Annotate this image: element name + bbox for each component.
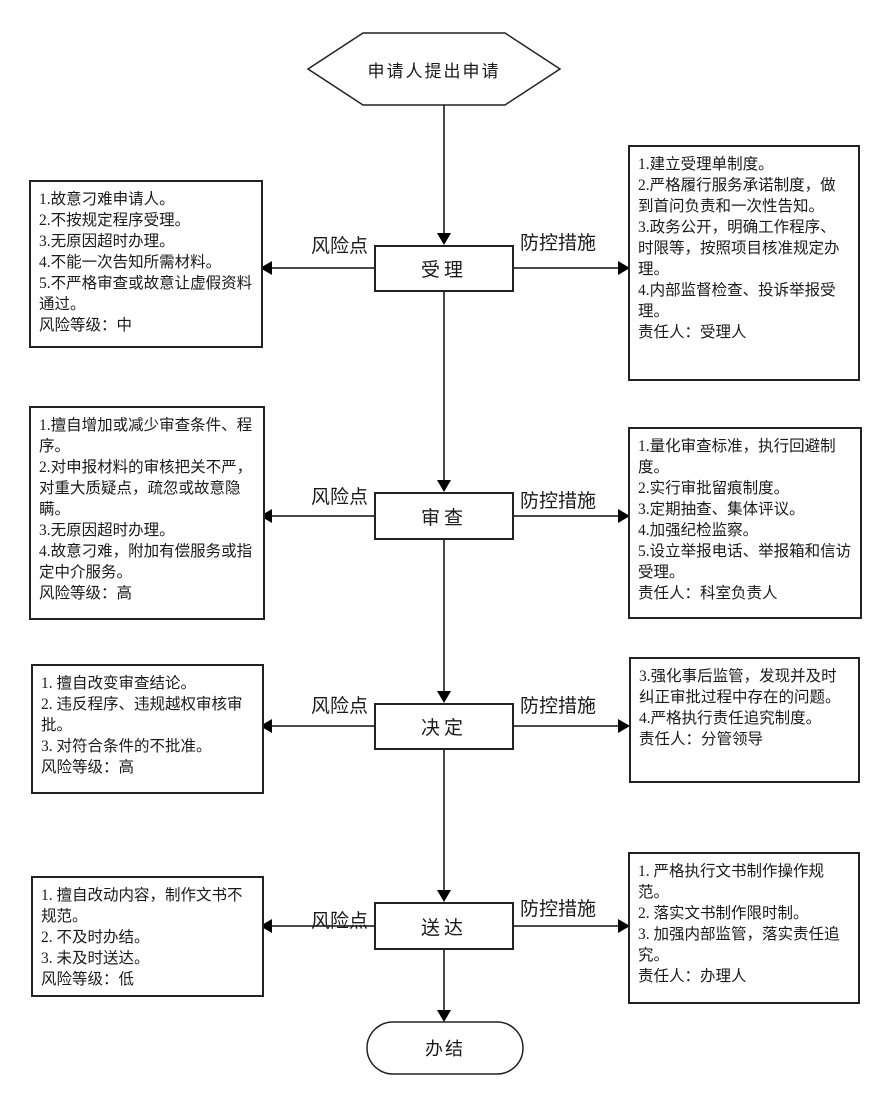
arrow-right-icon: [618, 509, 630, 523]
risk-level-review: 风险等级：高: [39, 585, 133, 602]
end-stadium-shape: [366, 1021, 524, 1075]
risk-level-decision: 风险等级：高: [41, 759, 135, 776]
arrow-right-icon: [618, 261, 630, 275]
measure-label-decision: 防控措施: [520, 696, 597, 717]
measure-label-acceptance: 防控措施: [520, 233, 597, 254]
stage-box-delivery: 送达: [374, 902, 514, 950]
arrow-left-icon: [260, 719, 272, 733]
arrow-down-icon: [437, 480, 451, 492]
risk-point-label-decision: 风险点: [310, 696, 368, 717]
measure-list-delivery: 1. 严格执行文书制作操作规范。 2. 落实文书制作限时制。 3. 加强内部监管…: [638, 863, 840, 964]
stage-box-review: 审查: [374, 492, 514, 540]
measure-label-delivery: 防控措施: [520, 899, 597, 920]
risk-list-acceptance: 1.故意刁难申请人。 2.不按规定程序受理。 3.无原因超时办理。 4.不能一次…: [39, 191, 253, 313]
measure-list-acceptance: 1.建立受理单制度。 2.严格履行服务承诺制度，做到首问负责和一次性告知。 3.…: [638, 156, 840, 320]
responsible-review: 责任人：科室负责人: [638, 585, 778, 602]
arrow-down-icon: [437, 233, 451, 245]
risk-point-label-review: 风险点: [310, 487, 368, 508]
measure-box-decision: 3.强化事后监管，发现并及时纠正审批过程中存在的问题。 4.严格执行责任追究制度…: [629, 657, 860, 783]
stage-label-delivery: 送达: [420, 917, 467, 939]
measure-box-delivery: 1. 严格执行文书制作操作规范。 2. 落实文书制作限时制。 3. 加强内部监管…: [628, 852, 860, 1004]
measure-list-review: 1.量化审查标准，执行回避制度。 2.实行审批留痕制度。 3.定期抽查、集体评议…: [638, 438, 852, 581]
responsible-decision: 责任人：分管领导: [639, 731, 764, 748]
measure-box-acceptance: 1.建立受理单制度。 2.严格履行服务承诺制度，做到首问负责和一次性告知。 3.…: [628, 145, 860, 381]
risk-level-delivery: 风险等级：低: [41, 971, 135, 988]
arrow-right-icon: [618, 719, 630, 733]
risk-list-delivery: 1. 擅自改动内容，制作文书不规范。 2. 不及时办结。 3. 未及时送达。: [41, 887, 243, 967]
responsible-delivery: 责任人：办理人: [638, 968, 747, 985]
risk-box-review: 1.擅自增加或减少审查条件、程序。 2.对申报材料的审核把关不严，对重大质疑点，…: [29, 406, 265, 620]
risk-box-acceptance: 1.故意刁难申请人。 2.不按规定程序受理。 3.无原因超时办理。 4.不能一次…: [29, 180, 263, 348]
end-node-label: 办结: [425, 1039, 465, 1059]
arrow-down-icon: [437, 1010, 451, 1022]
measure-label-review: 防控措施: [520, 491, 597, 512]
stage-label-decision: 决定: [420, 718, 467, 739]
responsible-acceptance: 责任人：受理人: [638, 324, 747, 341]
risk-list-review: 1.擅自增加或减少审查条件、程序。 2.对申报材料的审核把关不严，对重大质疑点，…: [39, 417, 253, 581]
arrow-left-icon: [260, 919, 272, 933]
stage-box-decision: 决定: [374, 703, 514, 750]
measure-list-decision: 3.强化事后监管，发现并及时纠正审批过程中存在的问题。 4.严格执行责任追究制度…: [639, 668, 841, 727]
stage-label-review: 审查: [420, 507, 467, 529]
risk-box-decision: 1. 擅自改变审查结论。 2. 违反程序、违规越权审核审批。 3. 对符合条件的…: [31, 664, 264, 794]
arrow-left-icon: [260, 509, 272, 523]
arrow-right-icon: [618, 919, 630, 933]
stage-box-acceptance: 受理: [374, 245, 514, 292]
arrow-down-icon: [437, 890, 451, 902]
risk-list-decision: 1. 擅自改变审查结论。 2. 违反程序、违规越权审核审批。 3. 对符合条件的…: [41, 675, 243, 755]
arrow-down-icon: [437, 691, 451, 703]
stage-label-acceptance: 受理: [420, 260, 467, 281]
risk-point-label-acceptance: 风险点: [310, 236, 368, 257]
risk-box-delivery: 1. 擅自改动内容，制作文书不规范。 2. 不及时办结。 3. 未及时送达。 风…: [31, 876, 264, 997]
start-node-label: 申请人提出申请: [367, 61, 501, 81]
risk-point-label-delivery: 风险点: [310, 911, 368, 932]
arrow-left-icon: [260, 261, 272, 275]
risk-level-acceptance: 风险等级：中: [39, 317, 133, 334]
measure-box-review: 1.量化审查标准，执行回避制度。 2.实行审批留痕制度。 3.定期抽查、集体评议…: [628, 427, 862, 619]
start-hexagon-shape: [306, 32, 562, 106]
